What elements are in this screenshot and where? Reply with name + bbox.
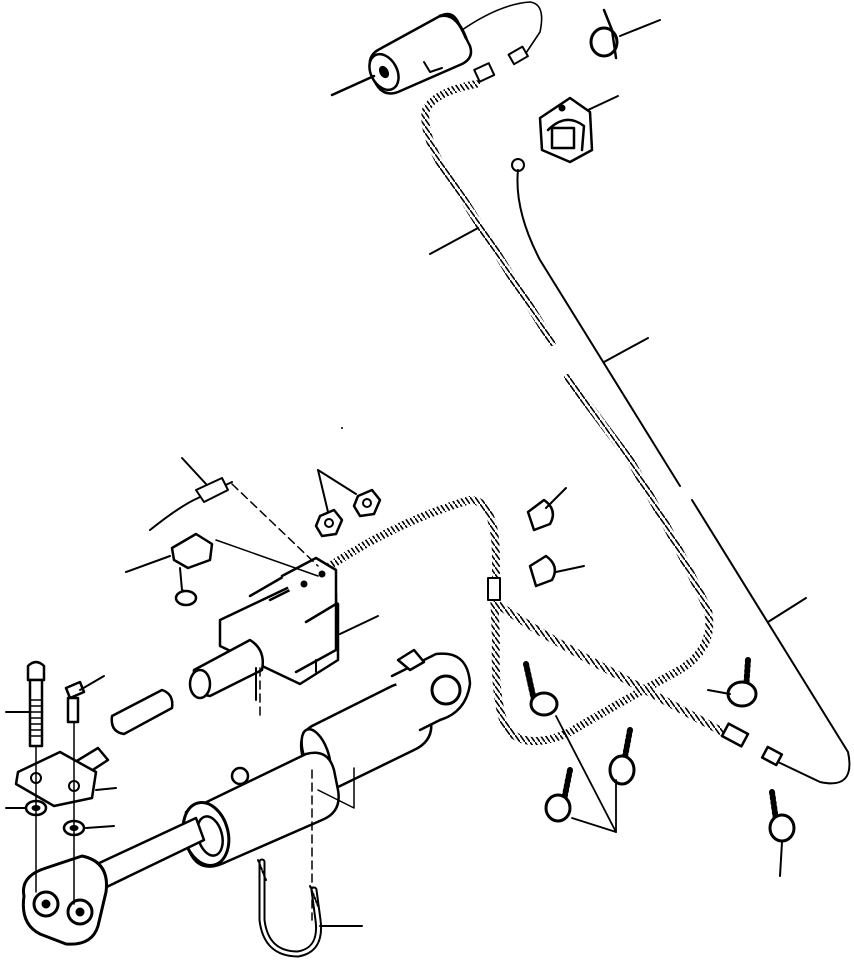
connector-lower-left	[720, 722, 750, 748]
connector-lower-right	[760, 745, 784, 767]
bolts-and-plate	[5, 660, 117, 905]
alarm-cylinder	[330, 12, 473, 97]
plain-wire	[516, 169, 851, 785]
tie-wraps	[523, 657, 796, 877]
bracket-switch	[125, 457, 319, 607]
connector-top-left	[473, 62, 496, 83]
hydraulic-cylinder	[21, 648, 472, 946]
cable-clamps	[526, 487, 585, 588]
hose-clip-top	[589, 8, 661, 60]
switch-unit	[511, 95, 619, 172]
coil-harness	[326, 80, 734, 746]
u-bolt	[257, 858, 363, 958]
cylinder-lead	[461, 1, 543, 57]
connector-top-right	[507, 45, 529, 66]
lock-nuts	[314, 469, 382, 538]
bracket-assembly	[50, 556, 379, 792]
